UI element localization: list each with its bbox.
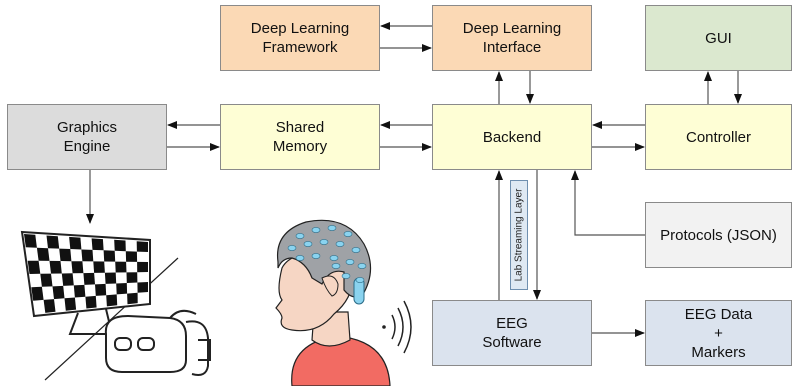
checker-square bbox=[136, 241, 148, 252]
backend-box: Backend bbox=[432, 104, 592, 170]
eeg-data-markers-box: EEG Data + Markers bbox=[645, 300, 792, 366]
checker-square bbox=[91, 238, 104, 251]
checker-square bbox=[52, 285, 65, 300]
deep-learning-interface-box: Deep Learning Interface bbox=[432, 5, 592, 71]
checker-square bbox=[127, 292, 138, 305]
electrode-dot bbox=[331, 263, 341, 269]
checker-square bbox=[137, 261, 148, 273]
checkerboard-monitor-icon bbox=[20, 230, 151, 335]
checker-square bbox=[95, 283, 107, 296]
checker-square bbox=[40, 273, 53, 287]
electrode-dot bbox=[295, 233, 305, 239]
checker-square bbox=[61, 273, 74, 286]
checker-square bbox=[116, 283, 128, 295]
checker-square bbox=[36, 247, 50, 261]
eeg-software-box: EEG Software bbox=[432, 300, 592, 366]
arrow-protocols-to-backend bbox=[571, 170, 645, 236]
checker-square bbox=[114, 239, 126, 252]
checker-square bbox=[125, 251, 138, 262]
graphics-engine-box: Graphics Engine bbox=[7, 104, 167, 170]
checker-square bbox=[64, 297, 77, 311]
checker-square bbox=[115, 261, 127, 273]
checker-square bbox=[137, 282, 148, 293]
electrode-dot bbox=[329, 255, 339, 261]
electrode-dot bbox=[345, 259, 355, 265]
wireless-signal-icon bbox=[382, 300, 412, 354]
checker-square bbox=[104, 272, 117, 284]
electrode-dot bbox=[355, 277, 365, 283]
electrode-dot bbox=[335, 241, 345, 247]
eeg-cap-person-icon bbox=[275, 219, 391, 386]
electrode-dot bbox=[343, 231, 353, 237]
checker-square bbox=[49, 260, 62, 274]
electrode-dot bbox=[295, 255, 305, 261]
shared-memory-box: Shared Memory bbox=[220, 104, 380, 170]
checker-square bbox=[69, 236, 82, 250]
electrode-dot bbox=[357, 263, 367, 269]
electrode-dot bbox=[341, 273, 351, 279]
checker-square bbox=[27, 260, 41, 274]
checker-square bbox=[43, 299, 56, 313]
checker-square bbox=[59, 248, 72, 262]
checker-square bbox=[103, 250, 116, 262]
electrode-dot bbox=[303, 241, 313, 247]
electrode-dot bbox=[319, 239, 329, 245]
checker-square bbox=[93, 261, 105, 273]
checker-square bbox=[85, 295, 97, 309]
gui-box: GUI bbox=[645, 5, 792, 71]
protocols-box: Protocols (JSON) bbox=[645, 202, 792, 268]
checker-square bbox=[81, 249, 94, 262]
checker-square bbox=[106, 294, 118, 307]
vr-headset-icon bbox=[104, 309, 211, 376]
checker-square bbox=[31, 286, 44, 301]
checker-square bbox=[126, 272, 138, 283]
checker-square bbox=[83, 272, 95, 285]
electrode-dot bbox=[311, 253, 321, 259]
checker-square bbox=[24, 234, 37, 248]
electrode-dot bbox=[327, 225, 337, 231]
electrode-dot bbox=[287, 245, 297, 251]
checker-square bbox=[71, 261, 84, 274]
electrode-dot bbox=[351, 247, 361, 253]
checker-square bbox=[73, 284, 86, 298]
lab-streaming-layer-label: Lab Streaming Layer bbox=[510, 180, 528, 290]
electrode-dot bbox=[311, 227, 321, 233]
deep-learning-framework-box: Deep Learning Framework bbox=[220, 5, 380, 71]
checker-square bbox=[46, 235, 60, 249]
controller-box: Controller bbox=[645, 104, 792, 170]
